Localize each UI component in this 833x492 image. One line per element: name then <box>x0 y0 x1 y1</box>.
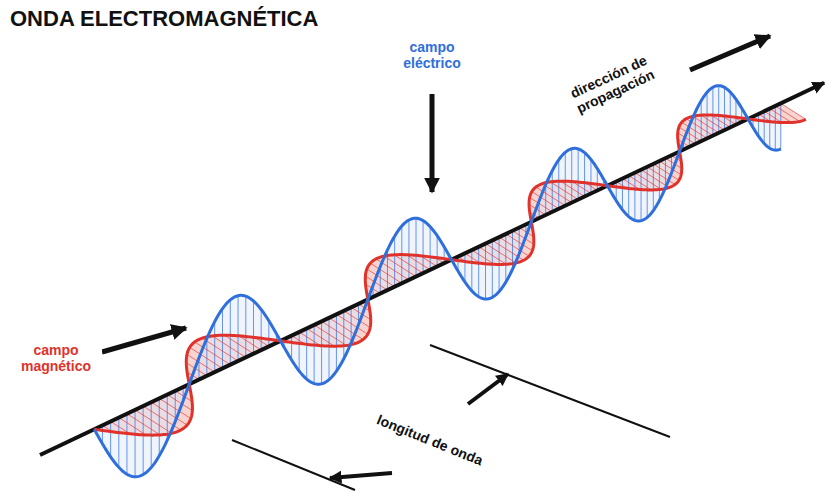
magnetic-hatch <box>212 336 246 357</box>
magnetic-hatch <box>781 103 806 119</box>
magnetic-fill <box>94 103 806 435</box>
pointer-arrow <box>430 94 435 192</box>
magnetic-hatch <box>190 347 223 368</box>
pointer-arrow <box>330 473 392 478</box>
electric-hatch <box>641 170 642 221</box>
electric-hatch <box>735 99 736 124</box>
electric-hatch <box>552 171 553 212</box>
magnetic-hatch <box>159 398 191 418</box>
electric-hatch <box>565 152 566 205</box>
electric-hatch <box>712 87 713 135</box>
magnetic-hatch <box>479 247 506 264</box>
diagram-title: ONDA ELECTROMAGNÉTICA <box>10 6 318 32</box>
electric-hatch <box>299 332 300 371</box>
magnetic-hatch <box>550 182 578 200</box>
wavelength-bracket <box>430 345 670 437</box>
field-label: campo magnético <box>10 341 102 375</box>
magnetic-hatch <box>127 414 160 435</box>
magnetic-hatch <box>506 234 533 251</box>
electric-hatch <box>780 103 781 149</box>
magnetic-hatch <box>202 338 238 361</box>
electric-hatch <box>758 114 759 136</box>
electric-hatch <box>408 220 409 280</box>
magnetic-hatch <box>679 127 701 141</box>
electric-hatch <box>118 418 119 468</box>
magnetic-hatch <box>336 314 367 334</box>
wave-group <box>40 83 824 477</box>
magnetic-hatch <box>394 255 423 273</box>
electric-hatch <box>437 236 438 267</box>
electric-curve <box>94 86 781 477</box>
electric-hatch <box>647 167 648 218</box>
electric-hatch <box>306 328 307 379</box>
electric-hatch <box>628 176 629 217</box>
magnetic-hatch <box>384 256 416 276</box>
electric-hatch <box>329 318 330 380</box>
electric-hatch <box>261 309 262 350</box>
wavelength-label: longitud de onda <box>372 409 489 470</box>
electric-hatch <box>351 307 352 343</box>
magnetic-curve <box>94 115 806 435</box>
magnetic-hatch <box>314 325 346 346</box>
direction-arrow <box>690 36 770 70</box>
electric-hatch <box>485 244 486 299</box>
electric-hatch <box>268 321 269 347</box>
propagation-axis <box>40 83 824 455</box>
electric-hatch <box>764 111 765 143</box>
electric-hatch <box>321 321 322 384</box>
pointer-arrow <box>102 328 186 352</box>
electric-hatch <box>110 421 111 456</box>
magnetic-hatch <box>635 173 661 190</box>
magnetic-hatch <box>775 106 799 121</box>
electric-hatch <box>492 240 493 297</box>
magnetic-hatch <box>641 170 669 188</box>
pointer-arrow <box>468 374 508 404</box>
magnetic-hatch <box>367 269 395 287</box>
electric-hatch <box>464 253 465 282</box>
magnetic-hatch <box>486 244 517 263</box>
direction-label: dirección de propagación <box>557 46 668 122</box>
electric-hatch <box>343 311 344 359</box>
electric-hatch <box>571 149 572 203</box>
electric-hatch <box>214 322 215 372</box>
electric-hatch <box>135 410 136 477</box>
electric-hatch <box>238 296 239 361</box>
magnetic-hatch <box>701 115 724 130</box>
electric-hatch <box>230 300 231 365</box>
magnetic-hatch <box>135 410 172 433</box>
electric-hatch <box>622 179 623 210</box>
electric-hatch <box>291 336 292 360</box>
electric-hatch <box>590 159 591 193</box>
electric-hatch <box>471 250 472 291</box>
electric-hatch <box>730 92 731 127</box>
magnetic-hatch <box>770 109 792 123</box>
electric-hatch <box>430 227 431 270</box>
wavelength-bracket <box>232 440 355 490</box>
electric-hatch <box>206 338 207 375</box>
field-label: campo eléctrico <box>390 38 474 72</box>
electric-hatch <box>143 406 144 474</box>
magnetic-hatch <box>693 116 719 133</box>
electric-hatch <box>416 218 417 276</box>
